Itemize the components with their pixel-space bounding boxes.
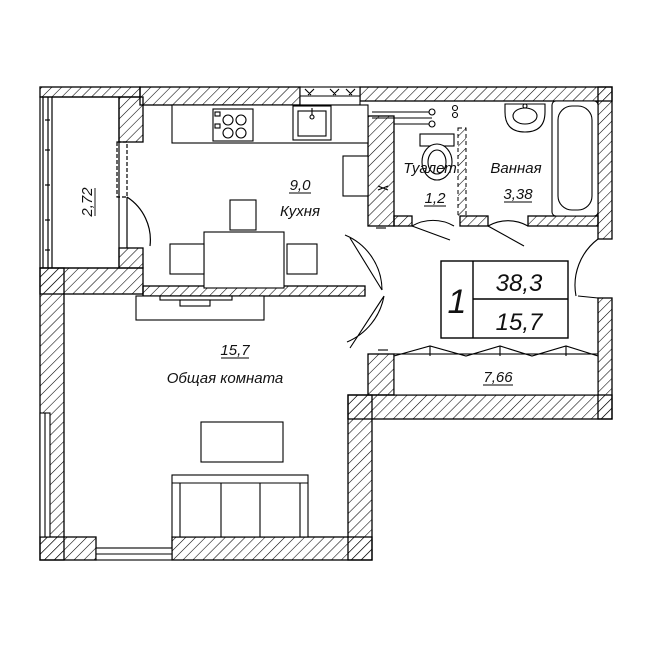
entrance-door-swing: [574, 238, 599, 299]
kitchen-area: 9,0: [290, 177, 312, 194]
kitchen-cabinet: [342, 155, 369, 197]
toilet-door-swing: [411, 219, 455, 241]
kitchen-counter: [171, 104, 369, 144]
toilet-area: 1,2: [425, 190, 447, 207]
balcony-door-swing: [126, 196, 151, 248]
toilet-name: Туалет: [403, 160, 456, 177]
bath-fixtures: [411, 100, 599, 299]
living-name: Общая комната: [167, 370, 284, 387]
kitchen-name: Кухня: [280, 203, 320, 220]
wall-hall-bottom: [347, 394, 613, 420]
wall-balcony-bottom: [39, 267, 144, 295]
sofa: [171, 474, 309, 538]
coffee-table: [200, 421, 284, 463]
living-door-swing: [346, 295, 385, 349]
wall-right-upper: [597, 86, 613, 240]
wall-balcony-kitchen-low: [118, 247, 144, 269]
bathroom-name: Ванная: [490, 160, 541, 177]
summary-rooms-count: 1: [448, 283, 467, 321]
dining-table: [203, 231, 285, 289]
wall-top-right: [359, 86, 613, 102]
chair-top: [229, 199, 257, 231]
wall-bath-bottom-right: [527, 215, 599, 227]
hall-wardrobe: [393, 345, 599, 396]
balcony: [39, 96, 151, 269]
summary-living-area: 15,7: [496, 309, 544, 336]
wall-toilet-bath-divider: [457, 127, 467, 217]
bathroom-area: 3,38: [503, 186, 533, 203]
windows: [39, 86, 361, 561]
balcony-door-frame: [116, 141, 128, 198]
room-labels: 9,0 Кухня Туалет 1,2 Ванная 3,38 15,7 Об…: [79, 160, 542, 387]
wardrobe: [393, 353, 599, 396]
area-underlines: [94, 188, 532, 386]
wall-top-left: [39, 86, 141, 98]
balcony-outline: [39, 96, 120, 269]
wall-bottom-left: [39, 536, 97, 561]
living-furniture: [135, 295, 388, 538]
kitchen-door-swing: [344, 234, 383, 291]
wall-top-mid: [139, 86, 301, 106]
wall-right-lower: [597, 297, 613, 420]
wall-balcony-kitchen: [118, 96, 144, 143]
summary-card: [440, 260, 569, 339]
wall-toilet-bottom: [393, 215, 413, 227]
living-area: 15,7: [220, 342, 250, 359]
balcony-area: 2,72: [79, 187, 96, 218]
walls: [39, 86, 613, 561]
wall-hall-column: [367, 353, 395, 396]
kitchen-furniture: [169, 104, 436, 291]
chair-left: [169, 243, 205, 275]
wall-living-right: [347, 394, 373, 561]
wall-kitchen-toilet: [367, 115, 395, 227]
wall-bottom-right: [171, 536, 373, 561]
wall-bath-mid-bottom: [459, 215, 489, 227]
tv-icon: [159, 295, 233, 301]
summary-total-area: 38,3: [496, 270, 543, 297]
bathroom-door-swing: [487, 220, 529, 247]
hall-area: 7,66: [483, 369, 513, 386]
chair-right: [286, 243, 318, 275]
